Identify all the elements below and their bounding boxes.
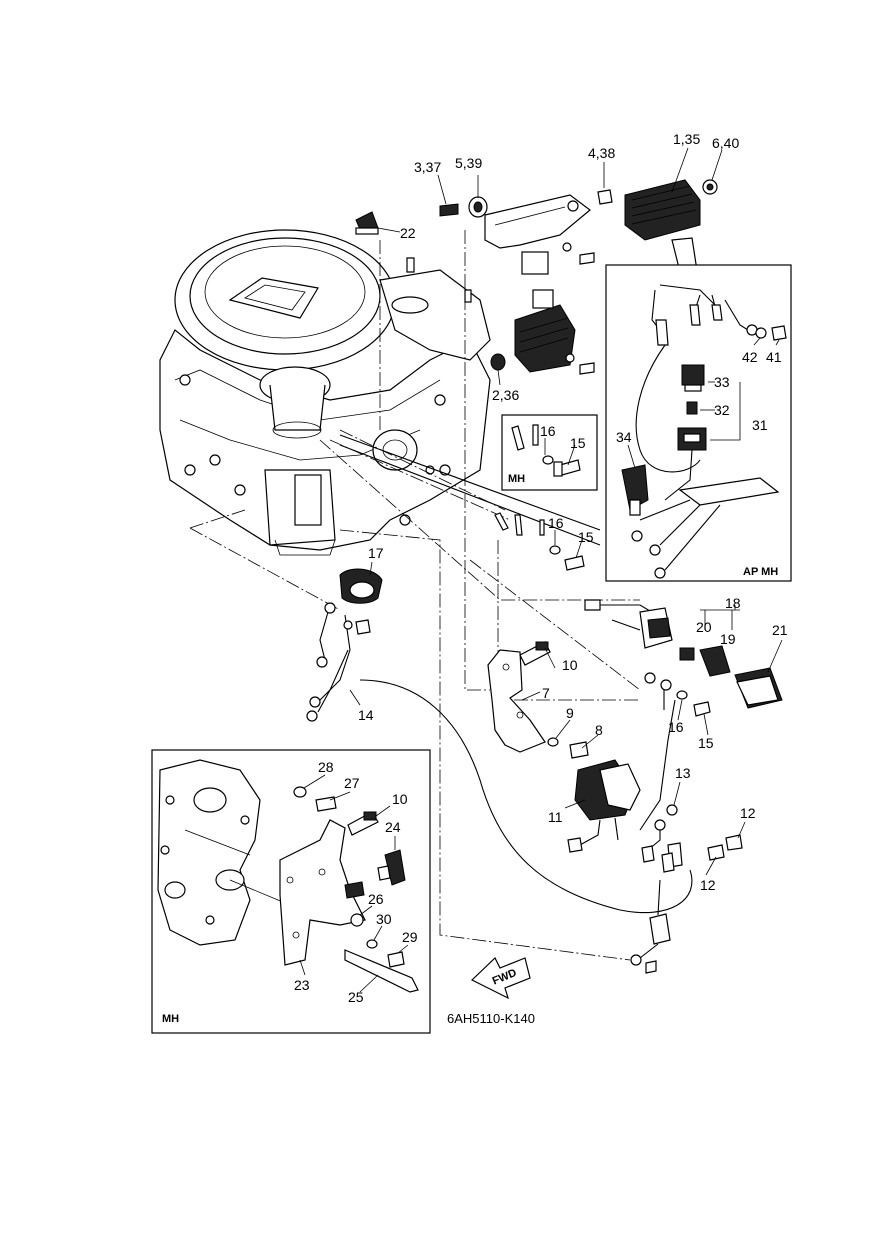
callout-11: 11 [548, 809, 563, 825]
callout-9: 9 [566, 705, 574, 721]
callout-32: 32 [714, 402, 730, 418]
callout-18: 18 [725, 595, 741, 611]
callout-14: 14 [358, 707, 374, 723]
callout-3-37: 3,37 [414, 159, 441, 175]
callout-33: 33 [714, 374, 730, 390]
ap-mh-inset: AP MH [605, 264, 792, 582]
mh-inset-small: MH [501, 414, 598, 491]
callout-30: 30 [376, 911, 392, 927]
mh-inset-large: MH [151, 749, 431, 1034]
callout-10-a: 10 [562, 657, 578, 673]
callout-31: 31 [752, 417, 768, 433]
callout-26: 26 [368, 891, 384, 907]
callout-1-35: 1,35 [673, 131, 700, 147]
callout-2-36: 2,36 [492, 387, 519, 403]
callout-4-38: 4,38 [588, 145, 615, 161]
callout-20: 20 [696, 619, 712, 635]
leader-lines [299, 147, 783, 993]
callout-19: 19 [720, 631, 736, 647]
callout-42: 42 [742, 349, 758, 365]
rectifier-bracket-assembly [355, 179, 718, 375]
callout-22: 22 [400, 225, 416, 241]
callout-12-b: 12 [700, 877, 716, 893]
callout-16-b: 16 [548, 515, 564, 531]
ap-mh-label: AP MH [743, 566, 778, 578]
mh-large-label: MH [162, 1013, 179, 1025]
callout-21: 21 [772, 622, 788, 638]
diagram-code: 6AH5110-K140 [447, 1011, 535, 1026]
callout-34: 34 [616, 429, 632, 445]
callout-17: 17 [368, 545, 384, 561]
callout-25: 25 [348, 989, 364, 1005]
callout-10-b: 10 [392, 791, 408, 807]
callout-23: 23 [294, 977, 310, 993]
main-wiring [189, 230, 783, 974]
fwd-arrow: FWD [470, 957, 531, 1000]
callout-16-c: 16 [668, 719, 684, 735]
callout-7: 7 [542, 685, 550, 701]
callout-15-b: 15 [578, 529, 594, 545]
callout-5-39: 5,39 [455, 155, 482, 171]
callout-labels: 1,35 6,40 4,38 3,37 5,39 22 2,36 16 15 1… [294, 131, 788, 1005]
callout-15-c: 15 [698, 735, 714, 751]
callout-24: 24 [385, 819, 401, 835]
callout-27: 27 [344, 775, 360, 791]
callout-12-a: 12 [740, 805, 756, 821]
engine-block [159, 229, 491, 556]
callout-41: 41 [766, 349, 782, 365]
callout-28: 28 [318, 759, 334, 775]
callout-16-a: 16 [540, 423, 556, 439]
callout-13: 13 [675, 765, 691, 781]
callout-15-a: 15 [570, 435, 586, 451]
callout-6-40: 6,40 [712, 135, 739, 151]
callout-29: 29 [402, 929, 418, 945]
mh-small-label: MH [508, 473, 525, 485]
callout-8: 8 [595, 722, 603, 738]
